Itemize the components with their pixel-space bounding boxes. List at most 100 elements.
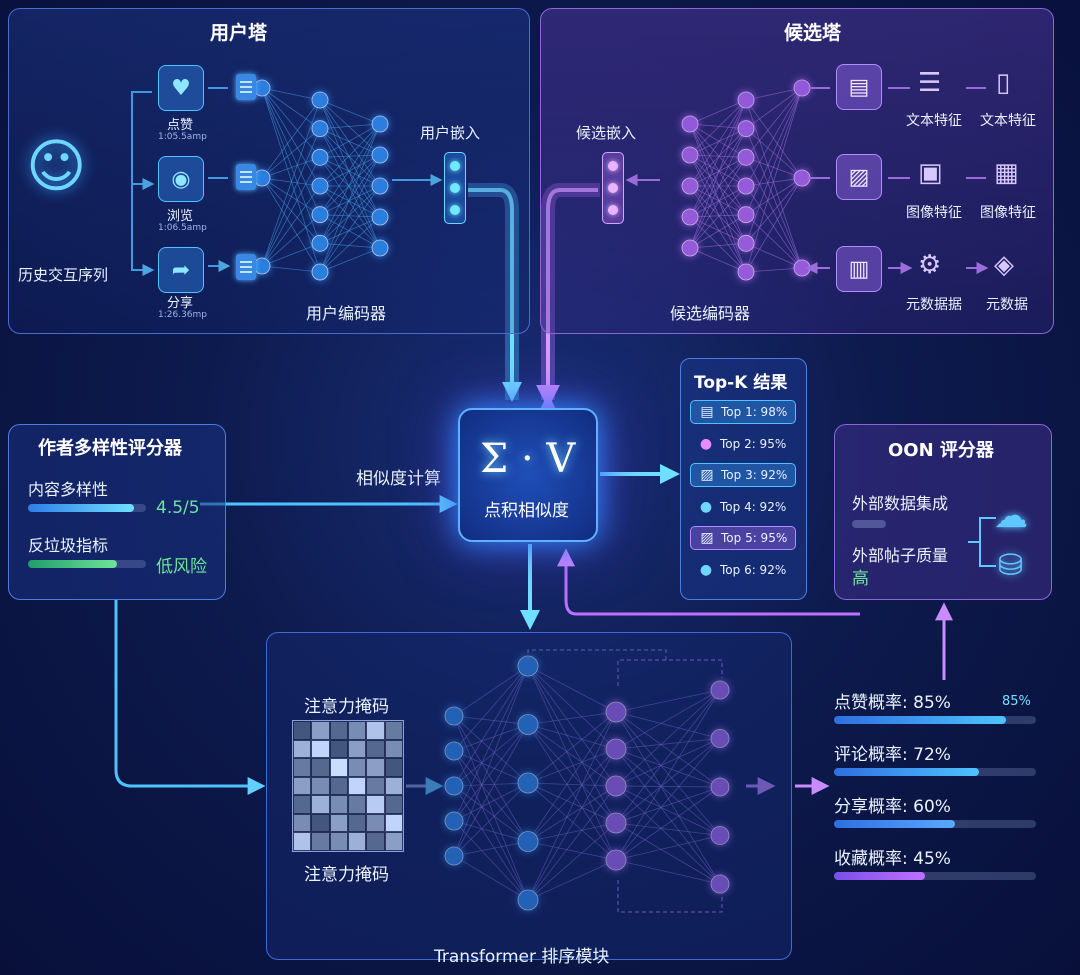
attention-mask-grid <box>292 720 404 852</box>
probability-label: 点赞概率: 85% <box>834 688 951 713</box>
mask-cell <box>385 832 403 851</box>
mask-cell <box>366 758 384 777</box>
spam-label: 反垃圾指标 <box>28 532 108 556</box>
spam-value: 低风险 <box>156 552 207 577</box>
gallery-icon: ▦ <box>994 158 1019 188</box>
cloud-icon: ☁ <box>994 496 1028 536</box>
candidate-embedding-vector <box>602 152 624 224</box>
mask-cell <box>293 758 311 777</box>
heart-icon[interactable]: ♥ <box>158 65 204 111</box>
probability-label: 收藏概率: 45% <box>834 844 951 869</box>
mask-cell <box>348 721 366 740</box>
mask-label-bottom: 注意力掩码 <box>304 860 389 885</box>
meta-card-icon[interactable]: ▥ <box>836 246 882 292</box>
user-icon: ● <box>698 499 714 515</box>
spam-bar <box>28 560 146 568</box>
mask-cell <box>311 721 329 740</box>
user-icon: ● <box>698 436 714 452</box>
document-icon <box>236 74 256 100</box>
mask-cell <box>348 832 366 851</box>
candidate-encoder-label: 候选编码器 <box>670 300 750 324</box>
image-icon[interactable]: ▨ <box>836 154 882 200</box>
probability-bar <box>834 820 1036 828</box>
mask-cell <box>348 758 366 777</box>
mask-cell <box>293 832 311 851</box>
mask-cell <box>385 740 403 759</box>
user-tower-title: 用户塔 <box>210 18 267 45</box>
topk-item[interactable]: ▤Top 1: 98% <box>690 400 796 424</box>
image-icon: ▨ <box>699 467 715 483</box>
feature-label: 文本特征 <box>906 110 962 130</box>
mask-cell <box>366 795 384 814</box>
head-brain-icon: ☺ <box>26 132 86 200</box>
mask-cell <box>311 777 329 796</box>
action-label-view: 浏览 <box>167 205 193 224</box>
mask-cell <box>330 721 348 740</box>
mask-cell <box>366 740 384 759</box>
mask-cell <box>293 721 311 740</box>
document-icon <box>236 254 256 280</box>
mask-cell <box>366 832 384 851</box>
action-label-like: 点赞 <box>167 114 193 133</box>
probability-bar <box>834 768 1036 776</box>
user-encoder-label: 用户编码器 <box>306 300 386 324</box>
gear-icon: ⚙ <box>918 250 941 280</box>
post-quality-label: 外部帖子质量 <box>852 542 948 566</box>
topk-item[interactable]: ●Top 2: 95% <box>690 432 796 456</box>
mask-cell <box>293 777 311 796</box>
mask-cell <box>293 740 311 759</box>
oon-branch-connector <box>968 510 998 574</box>
oon-scorer-title: OON 评分器 <box>888 436 994 462</box>
external-data-bar <box>852 520 886 528</box>
probability-fill <box>834 820 955 828</box>
feature-label: 文本特征 <box>980 110 1036 130</box>
mask-cell <box>330 814 348 833</box>
mask-cell <box>348 740 366 759</box>
mask-cell <box>385 795 403 814</box>
topk-title: Top-K 结果 <box>694 368 787 393</box>
tag-icon: ◈ <box>994 250 1014 280</box>
mask-cell <box>311 795 329 814</box>
external-data-label: 外部数据集成 <box>852 490 948 514</box>
image-icon: ▨ <box>699 530 715 546</box>
user-icon: ● <box>698 562 714 578</box>
topk-item[interactable]: ▨Top 3: 92% <box>690 463 796 487</box>
user-embedding-vector <box>444 152 466 224</box>
topk-item[interactable]: ▨Top 5: 95% <box>690 526 796 550</box>
eye-icon[interactable]: ◉ <box>158 156 204 202</box>
mask-cell <box>385 758 403 777</box>
author-scorer-title: 作者多样性评分器 <box>38 434 182 460</box>
mask-cell <box>311 814 329 833</box>
chat-icon[interactable]: ▤ <box>836 64 882 110</box>
mask-cell <box>330 740 348 759</box>
mask-cell <box>330 832 348 851</box>
mask-cell <box>348 777 366 796</box>
topk-item[interactable]: ●Top 6: 92% <box>690 558 796 582</box>
mask-label-top: 注意力掩码 <box>304 692 389 717</box>
probability-fill <box>834 716 1006 724</box>
feature-label: 图像特征 <box>980 202 1036 222</box>
mask-cell <box>330 758 348 777</box>
chat-icon: ▤ <box>699 404 715 420</box>
topk-item[interactable]: ●Top 4: 92% <box>690 495 796 519</box>
probability-fill <box>834 872 925 880</box>
transformer-title: Transformer 排序模块 <box>434 942 609 967</box>
mask-cell <box>330 777 348 796</box>
probability-fill <box>834 768 979 776</box>
mask-cell <box>366 721 384 740</box>
user-embedding-label: 用户嵌入 <box>420 122 480 143</box>
action-time-share: 1:26.36mp <box>158 310 207 320</box>
text-lines-icon: ☰ <box>918 68 941 98</box>
picture-icon: ▣ <box>918 158 943 188</box>
share-icon[interactable]: ➦ <box>158 247 204 293</box>
mask-cell <box>385 777 403 796</box>
diversity-bar <box>28 504 146 512</box>
mask-cell <box>293 814 311 833</box>
document-icon <box>236 164 256 190</box>
mask-cell <box>311 740 329 759</box>
candidate-embedding-label: 候选嵌入 <box>576 122 636 143</box>
probability-label: 分享概率: 60% <box>834 792 951 817</box>
mask-cell <box>293 795 311 814</box>
mask-cell <box>366 814 384 833</box>
action-time-like: 1:05.5amp <box>158 132 207 142</box>
